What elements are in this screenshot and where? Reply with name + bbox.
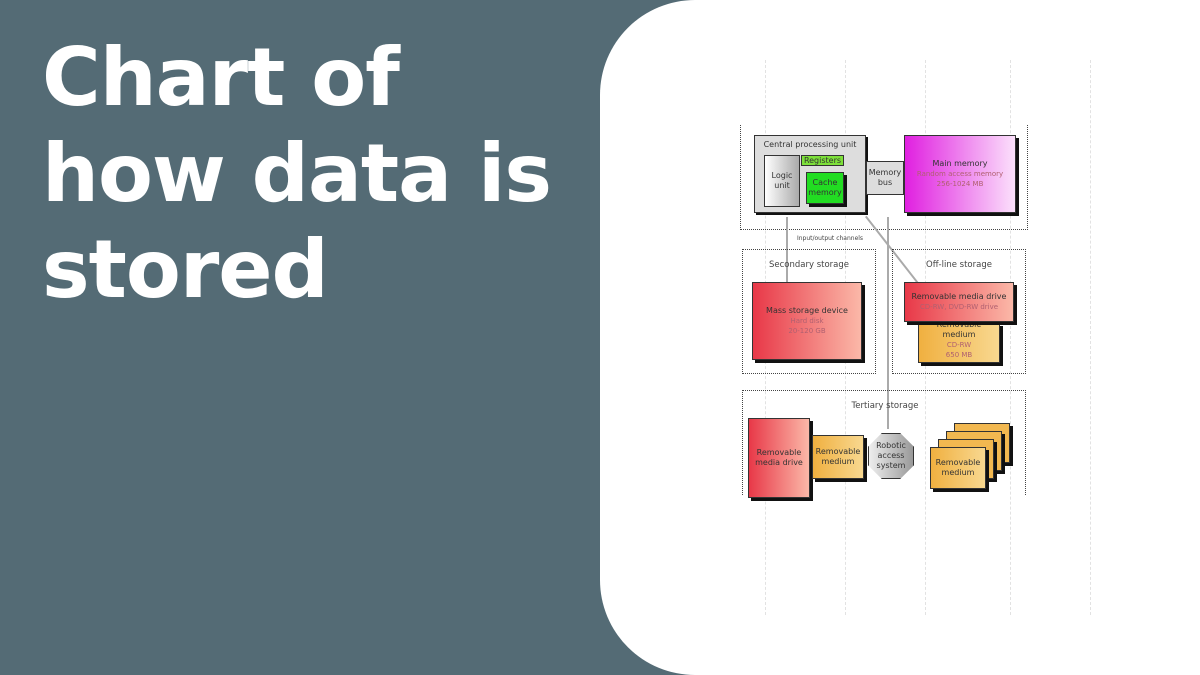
io-arrow bbox=[887, 217, 889, 429]
tertiary-removable-medium-stack: Removable medium bbox=[930, 447, 986, 489]
logic-unit: Logic unit bbox=[764, 155, 800, 207]
main-memory-size: 256-1024 MB bbox=[936, 180, 984, 188]
storage-diagram: Central processing unit Logic unit Regis… bbox=[740, 125, 1030, 498]
mass-storage-size: 20-120 GB bbox=[788, 327, 826, 335]
mass-storage-type: Hard disk bbox=[790, 317, 824, 325]
offline-removable-medium: Removable medium CD-RW 650 MB bbox=[918, 320, 1000, 363]
offline-medium-type: CD-RW bbox=[946, 341, 972, 349]
offline-removable-drive: Removable media drive CD-RW, DVD-RW driv… bbox=[904, 282, 1014, 322]
offline-drive-type: CD-RW, DVD-RW drive bbox=[919, 303, 999, 311]
guide-line bbox=[1010, 60, 1011, 615]
io-arrow bbox=[786, 217, 788, 289]
content-panel bbox=[600, 0, 1200, 675]
robotic-access-system: Robotic access system bbox=[868, 433, 914, 479]
tertiary-medium-label: Removable medium bbox=[815, 447, 861, 466]
offline-drive-label: Removable media drive bbox=[911, 292, 1007, 301]
robotic-access-label: Robotic access system bbox=[876, 441, 906, 470]
cache-memory: Cache memory bbox=[806, 172, 844, 204]
tertiary-storage-group bbox=[742, 390, 1026, 495]
primary-storage-group bbox=[740, 125, 1028, 230]
guide-line bbox=[1090, 60, 1091, 615]
tertiary-storage-title: Tertiary storage bbox=[851, 401, 919, 411]
logic-unit-label: Logic unit bbox=[771, 171, 793, 190]
main-memory-type: Random access memory bbox=[916, 170, 1004, 178]
tertiary-removable-drive: Removable media drive bbox=[748, 418, 810, 498]
registers-label: Registers bbox=[803, 155, 842, 165]
registers: Registers bbox=[801, 155, 844, 166]
slide-title: Chart of how data is stored bbox=[42, 31, 552, 316]
cpu-label: Central processing unit bbox=[763, 140, 857, 149]
io-channels-label: Input/output channels bbox=[796, 235, 864, 242]
secondary-storage-title: Secondary storage bbox=[768, 260, 849, 270]
offline-medium-size: 650 MB bbox=[945, 351, 973, 359]
offline-storage-group bbox=[892, 249, 1026, 374]
mass-storage-label: Mass storage device bbox=[766, 306, 848, 315]
mass-storage-device: Mass storage device Hard disk 20-120 GB bbox=[752, 282, 862, 360]
stack-medium-label: Removable medium bbox=[935, 458, 981, 477]
memory-bus-label: Memory bus bbox=[868, 168, 902, 187]
secondary-storage-group bbox=[742, 249, 876, 374]
tertiary-removable-medium: Removable medium bbox=[812, 435, 864, 479]
offline-storage-title: Off-line storage bbox=[926, 260, 992, 270]
main-memory-title: Main memory bbox=[932, 159, 988, 168]
main-memory: Main memory Random access memory 256-102… bbox=[904, 135, 1016, 213]
cache-label: Cache memory bbox=[808, 178, 842, 197]
memory-bus: Memory bus bbox=[866, 161, 904, 195]
tertiary-drive-label: Removable media drive bbox=[755, 448, 803, 467]
offline-medium-label: Removable medium bbox=[936, 320, 982, 339]
